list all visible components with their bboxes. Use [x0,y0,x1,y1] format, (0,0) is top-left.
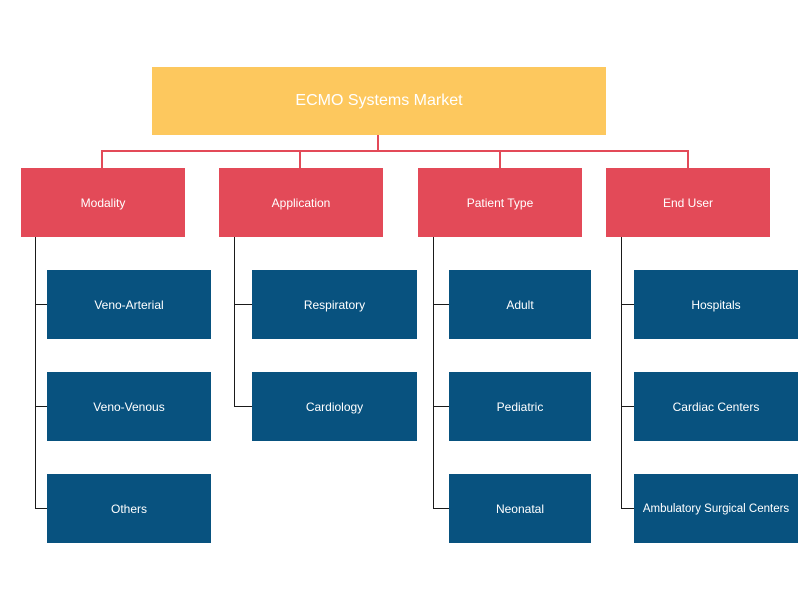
leaf-label: Ambulatory Surgical Centers [642,502,790,515]
leaf-label: Respiratory [303,297,366,312]
category-label: End User [662,195,714,210]
leaf-label: Adult [506,297,534,312]
branch-connector [35,304,47,305]
category-label: Patient Type [466,195,534,210]
branch-connector [433,406,449,407]
root-bus [101,150,689,152]
leaf-label: Pediatric [496,399,544,414]
spine-application [234,237,235,407]
root-stem [377,135,379,151]
leaf-hospitals: Hospitals [634,270,798,339]
leaf-respiratory: Respiratory [252,270,417,339]
leaf-label: Cardiac Centers [672,399,760,414]
leaf-veno-venous: Veno-Venous [47,372,211,441]
drop-modality [101,150,103,168]
drop-end-user [687,150,689,168]
branch-connector [35,406,47,407]
drop-application [299,150,301,168]
category-label: Application [271,195,331,210]
leaf-label: Veno-Arterial [94,297,164,312]
drop-patient-type [499,150,501,168]
leaf-adult: Adult [449,270,591,339]
leaf-ambulatory-surgical-centers: Ambulatory Surgical Centers [634,474,798,543]
branch-connector [234,304,252,305]
branch-connector [621,406,634,407]
branch-connector [433,304,449,305]
spine-patient-type [433,237,434,509]
root-node: ECMO Systems Market [152,67,606,135]
category-modality: Modality [21,168,185,237]
category-application: Application [219,168,383,237]
branch-connector [35,508,47,509]
leaf-pediatric: Pediatric [449,372,591,441]
spine-modality [35,237,36,509]
leaf-cardiology: Cardiology [252,372,417,441]
leaf-label: Veno-Venous [93,399,165,414]
leaf-label: Others [110,501,147,516]
branch-connector [621,304,634,305]
spine-end-user [621,237,622,509]
branch-connector [234,406,252,407]
root-title: ECMO Systems Market [295,92,463,109]
leaf-cardiac-centers: Cardiac Centers [634,372,798,441]
branch-connector [621,508,634,509]
leaf-veno-arterial: Veno-Arterial [47,270,211,339]
category-patient-type: Patient Type [418,168,582,237]
category-label: Modality [80,195,126,210]
category-end-user: End User [606,168,770,237]
leaf-label: Cardiology [305,399,364,414]
leaf-label: Neonatal [495,501,545,516]
leaf-others: Others [47,474,211,543]
branch-connector [433,508,449,509]
leaf-label: Hospitals [691,297,741,312]
leaf-neonatal: Neonatal [449,474,591,543]
